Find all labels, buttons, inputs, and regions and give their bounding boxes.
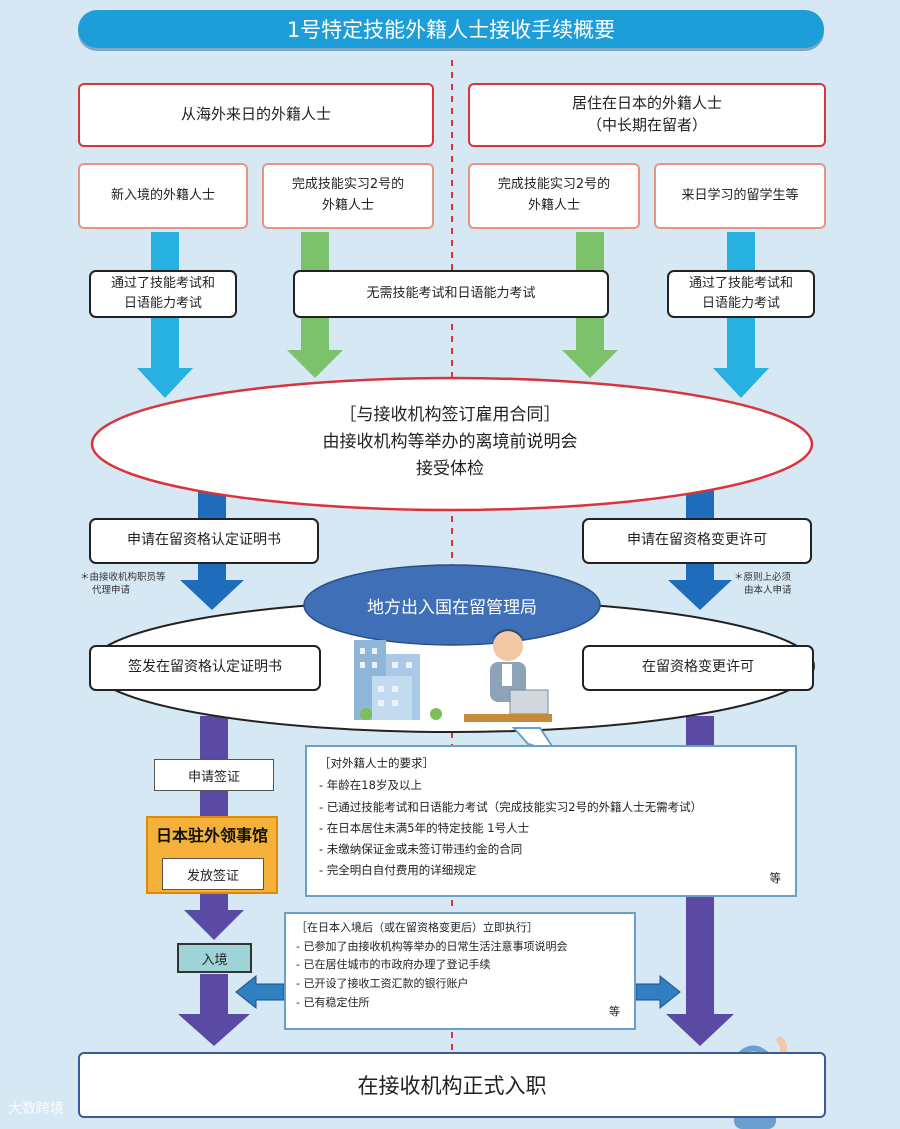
purple-arrow-to-entry	[184, 894, 244, 940]
category-new-entry: 新入境的外籍人士	[78, 163, 248, 229]
requirements-box: ［对外籍人士的要求］ - 年龄在18岁及以上 - 已通过技能考试和日语能力考试（…	[305, 745, 797, 897]
note-right-line1: ＊原则上必须	[734, 572, 792, 583]
watermark: 大数跨境	[8, 1101, 64, 1117]
right-column-header-line2: （中长期在留者）	[586, 116, 707, 134]
requirement-item: - 在日本居住未满5年的特定技能 1号人士	[319, 820, 530, 835]
apply-coe-label: 申请在留资格认定证明书	[127, 532, 281, 549]
left-column-header-label: 从海外来日的外籍人士	[180, 105, 331, 124]
exam-not-required: 无需技能考试和日语能力考试	[293, 270, 609, 318]
requirement-item: - 年龄在18岁及以上	[319, 778, 422, 793]
change-permit-box: 在留资格变更许可	[582, 645, 814, 691]
category-tech-intern-right-line1: 完成技能实习2号的	[497, 177, 611, 193]
issue-coe-label: 签发在留资格认定证明书	[128, 659, 282, 676]
exam-not-required-label: 无需技能考试和日语能力考试	[366, 285, 536, 301]
note-right-line2: 由本人申请	[744, 584, 792, 596]
after-entry-etc: 等	[609, 1005, 620, 1019]
apply-coe-box: 申请在留资格认定证明书	[89, 518, 319, 564]
exam-passed-right-line1: 通过了技能考试和	[688, 275, 793, 291]
exam-passed-right: 通过了技能考试和 日语能力考试	[667, 270, 815, 318]
after-entry-title: ［在日本入境后（或在留资格变更后）立即执行］	[296, 921, 538, 934]
final-employment-box: 在接收机构正式入职	[78, 1052, 826, 1118]
right-column-header-line1: 居住在日本的外籍人士	[571, 94, 722, 113]
note-right: ＊原则上必须 由本人申请	[734, 572, 792, 598]
right-column-header: 居住在日本的外籍人士 （中长期在留者）	[468, 83, 826, 147]
requirement-item: - 未缴纳保证金或未签订带违约金的合同	[319, 842, 523, 857]
exam-passed-left: 通过了技能考试和 日语能力考试	[89, 270, 237, 318]
purple-seg-2	[200, 790, 228, 820]
category-students-label: 来日学习的留学生等	[681, 187, 799, 203]
note-left-line2: 代理申请	[92, 584, 131, 596]
exam-passed-left-line2: 日语能力考试	[123, 296, 202, 311]
category-tech-intern-left: 完成技能实习2号的 外籍人士	[262, 163, 434, 229]
side-arrow-left	[235, 974, 285, 1010]
office-worker-icon	[464, 629, 552, 722]
category-new-entry-label: 新入境的外籍人士	[110, 187, 215, 203]
consulate-box: 日本驻外领事馆 发放签证	[146, 816, 278, 894]
entry-label: 入境	[201, 952, 228, 968]
after-entry-item: - 已在居住城市的市政府办理了登记手续	[296, 958, 491, 972]
change-permit-label: 在留资格变更许可	[642, 659, 754, 676]
requirement-item: - 完全明白自付费用的详细规定	[319, 863, 477, 878]
exam-passed-right-line2: 日语能力考试	[701, 296, 780, 311]
apply-visa-box: 申请签证	[154, 759, 274, 791]
after-entry-item: - 已参加了由接收机构等举办的日常生活注意事项说明会	[296, 939, 568, 953]
category-tech-intern-right: 完成技能实习2号的 外籍人士	[468, 163, 640, 229]
category-tech-intern-left-line1: 完成技能实习2号的	[291, 177, 405, 193]
category-tech-intern-right-line2: 外籍人士	[527, 198, 580, 213]
immigration-bureau-label: 地方出入国在留管理局	[367, 597, 537, 618]
contract-line: ［与接收机构签订雇用合同］	[339, 405, 561, 425]
category-students: 来日学习的留学生等	[654, 163, 826, 229]
contract-ellipse-text: ［与接收机构签订雇用合同］ 由接收机构等举办的离境前说明会 接受体检	[260, 402, 640, 484]
consulate-title: 日本驻外领事馆	[155, 826, 268, 845]
requirements-title: ［对外籍人士的要求］	[319, 756, 434, 770]
apply-change-label: 申请在留资格变更许可	[627, 532, 767, 549]
apply-visa-label: 申请签证	[187, 769, 240, 785]
contract-ellipse	[90, 376, 814, 512]
issue-visa-label: 发放签证	[186, 868, 239, 884]
category-tech-intern-left-line2: 外籍人士	[321, 198, 374, 213]
final-employment-label: 在接收机构正式入职	[357, 1074, 547, 1098]
briefing-line: 由接收机构等举办的离境前说明会	[322, 432, 578, 453]
note-left: ＊由接收机构职员等 代理申请	[80, 572, 166, 598]
after-entry-item: - 已开设了接收工资汇款的银行账户	[296, 977, 469, 991]
purple-seg-1	[200, 716, 228, 762]
note-left-line1: ＊由接收机构职员等	[80, 572, 166, 583]
exam-passed-left-line1: 通过了技能考试和	[110, 275, 215, 291]
apply-change-box: 申请在留资格变更许可	[582, 518, 812, 564]
side-arrow-right	[635, 974, 681, 1010]
after-entry-box: ［在日本入境后（或在留资格变更后）立即执行］ - 已参加了由接收机构等举办的日常…	[284, 912, 636, 1030]
requirements-etc: 等	[769, 870, 782, 885]
after-entry-item: - 已有稳定住所	[296, 995, 370, 1009]
requirement-item: - 已通过技能考试和日语能力考试（完成技能实习2号的外籍人士无需考试）	[319, 799, 703, 814]
page-title: 1号特定技能外籍人士接收手续概要	[78, 10, 824, 48]
issue-coe-box: 签发在留资格认定证明书	[89, 645, 321, 691]
entry-box: 入境	[177, 943, 252, 973]
health-check-line: 接受体检	[416, 459, 484, 480]
buildings-icon	[354, 640, 442, 720]
issue-visa-box: 发放签证	[162, 858, 264, 890]
purple-arrow-to-final-left	[178, 974, 250, 1046]
bureau-ellipse	[303, 564, 601, 646]
left-column-header: 从海外来日的外籍人士	[78, 83, 434, 147]
